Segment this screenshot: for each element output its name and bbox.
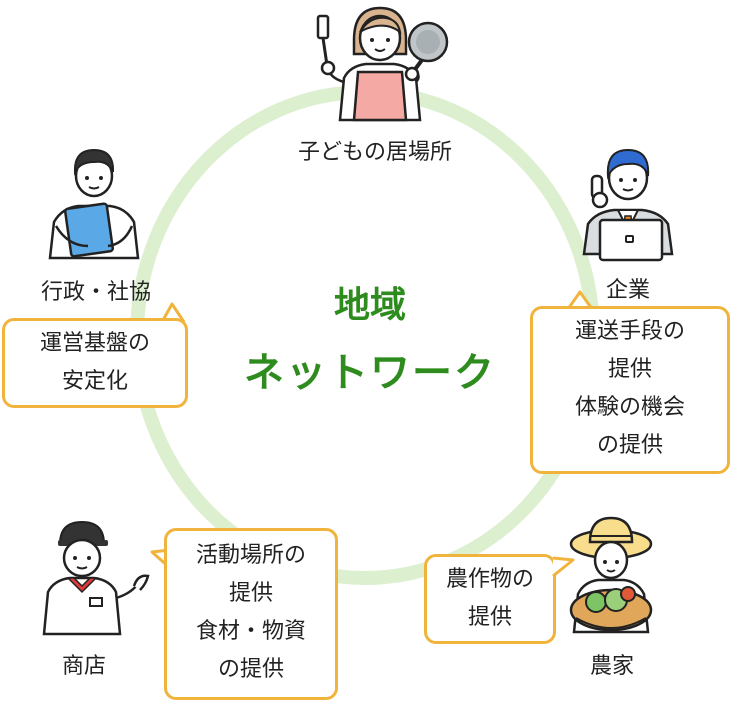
bubble-company-line: 提供: [607, 357, 652, 382]
center-title-line1: 地域: [333, 285, 406, 326]
bubble-company-line: の提供: [596, 433, 663, 458]
bubble-shop-line: の提供: [217, 657, 284, 682]
cook-woman-icon: [316, 6, 449, 122]
farmer-icon: [569, 516, 653, 634]
bubble-farmer-line: 提供: [467, 605, 512, 630]
farmer-illustration: [566, 514, 656, 648]
bubble-tail-gov: [160, 302, 186, 323]
shop-clerk-illustration: [38, 514, 158, 640]
bubble-farmer-line: 農作物の: [445, 567, 534, 592]
bubble-shop: 活動場所の 提供 食材・物資 の提供: [164, 528, 338, 700]
node-label-gov: 行政・社協: [40, 280, 151, 305]
bubble-tail-farmer: [552, 556, 575, 578]
bubble-shop-line: 提供: [228, 581, 273, 606]
node-label-kids: 子どもの居場所: [297, 140, 452, 165]
node-label-shop: 商店: [61, 654, 106, 679]
bubble-shop-line: 食材・物資: [195, 619, 306, 644]
bubble-gov-line: 安定化: [61, 369, 128, 394]
bubble-company: 運送手段の 提供 体験の機会 の提供: [530, 306, 730, 474]
bubble-gov: 運営基盤の 安定化: [2, 318, 188, 408]
cook-woman-illustration: [310, 2, 450, 124]
office-worker-illustration: [578, 142, 678, 266]
center-title-line2: ネットワーク: [244, 350, 496, 396]
shop-clerk-icon: [42, 520, 150, 636]
bubble-shop-line: 活動場所の: [195, 543, 306, 568]
official-illustration: [44, 142, 144, 266]
office-worker-icon: [582, 148, 674, 262]
bubble-gov-line: 運営基盤の: [39, 331, 150, 356]
node-label-farmer: 農家: [589, 654, 634, 679]
bubble-tail-company: [566, 290, 594, 310]
official-icon: [48, 148, 140, 260]
bubble-farmer: 農作物の 提供: [424, 554, 556, 644]
node-label-company: 企業: [605, 278, 650, 303]
bubble-company-line: 体験の機会: [574, 395, 685, 420]
bubble-company-line: 運送手段の: [574, 319, 685, 344]
